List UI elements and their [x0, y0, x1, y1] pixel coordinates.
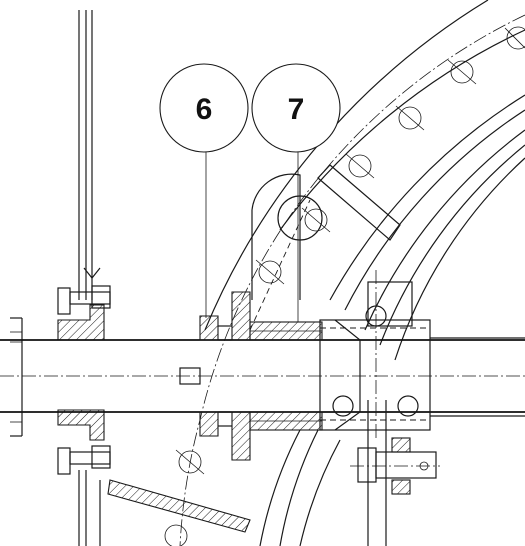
bolt-holes: [164, 26, 525, 546]
callout-label-7: 7: [288, 93, 305, 126]
left-clamp-upper: [57, 267, 111, 341]
gland-assembly-lower: [199, 411, 323, 461]
callout-balloon-6: 6: [159, 63, 249, 153]
main-shaft: [0, 339, 525, 413]
outer-flange-ring: [179, 0, 525, 546]
callout-label-6: 6: [196, 93, 213, 126]
gland-assembly-upper: [199, 291, 323, 341]
leader-lines: [205, 150, 299, 322]
lever-arm: [249, 164, 401, 331]
lower-yoke: [350, 400, 440, 546]
left-clamp-lower: [57, 409, 251, 533]
left-frame: [78, 10, 101, 546]
left-shaft-end: [10, 317, 23, 437]
right-housing: [319, 270, 525, 440]
callout-balloon-7: 7: [251, 63, 341, 153]
